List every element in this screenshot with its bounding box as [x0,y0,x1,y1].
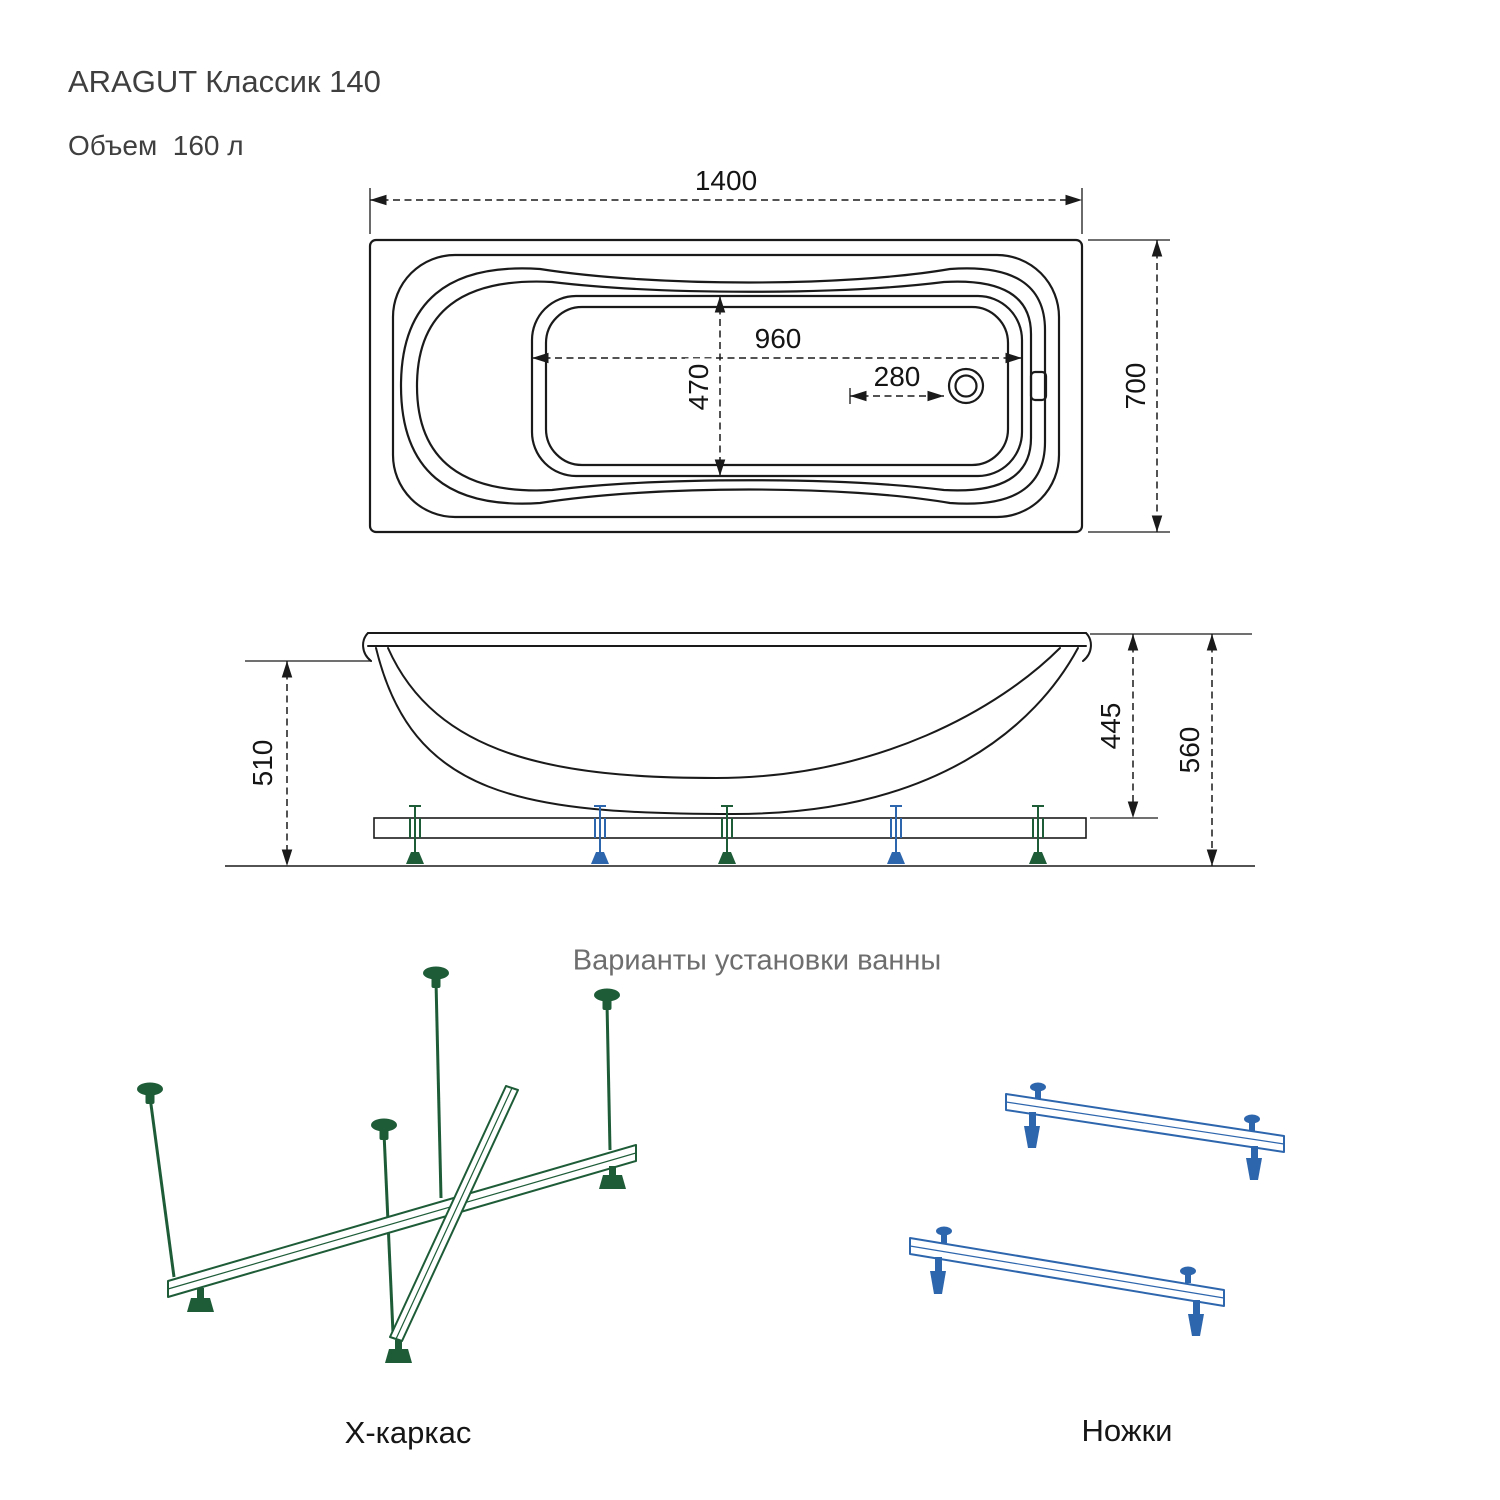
side-view-dimensions [245,633,1252,866]
dim-inner-width-470: 470 [683,358,714,416]
legs-drawing [909,1082,1285,1336]
xframe-drawing [137,966,637,1363]
top-view-tub [368,238,1084,534]
legs-knob [936,1082,1260,1283]
dim-height-445: 445 [1095,697,1126,755]
side-view-frame [225,805,1255,867]
installation-section-title: Варианты установки ванны [572,944,942,977]
product-title: ARAGUT Классик 140 [68,64,381,99]
legs-caption: Ножки [1081,1413,1173,1448]
dim-drain-offset-280: 280 [868,363,926,391]
xframe-caption: Х-каркас [344,1415,472,1450]
top-view-dimensions [369,188,1170,533]
volume-label: Объем 160 л [68,130,244,161]
xframe-foot [187,1166,626,1363]
dim-length-1400: 1400 [689,167,763,195]
frame-leg-blue [591,805,609,864]
dim-height-560: 560 [1174,721,1205,779]
frame-leg-blue [887,805,905,864]
side-view-tub [362,632,1092,816]
frame-leg [1029,805,1047,864]
dim-width-700: 700 [1120,357,1151,415]
dim-height-510: 510 [247,734,278,792]
dim-inner-length-960: 960 [749,325,807,353]
xframe-knob [137,966,620,1140]
legs-foot [930,1112,1262,1336]
frame-leg [406,805,424,864]
frame-leg [718,805,736,864]
